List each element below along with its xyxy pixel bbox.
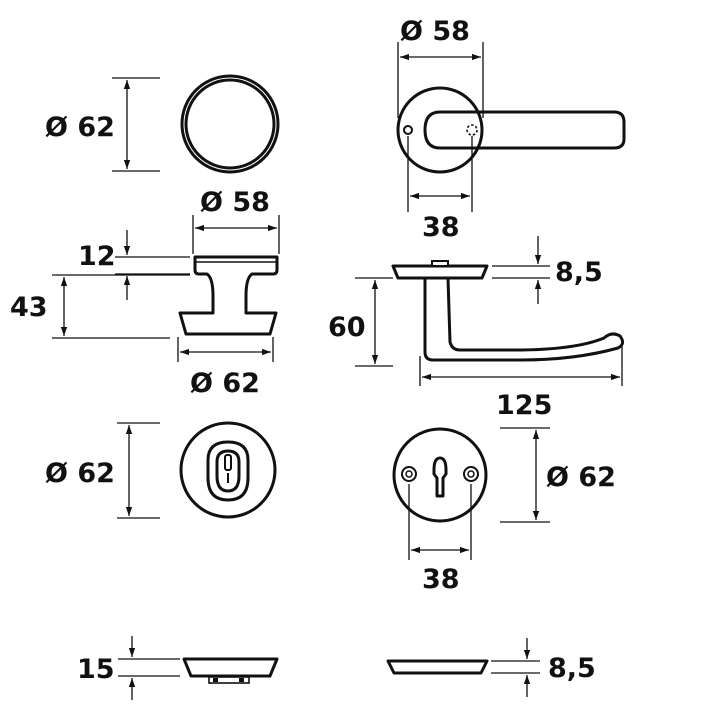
label-cyl-rose-right-thickness: 8,5	[548, 653, 596, 684]
cylinder-rose-left-front	[179, 421, 277, 519]
label-lever-height: 60	[328, 312, 366, 343]
label-lever-length: 125	[496, 390, 552, 421]
dim-cyl-rose-right-thickness: 8,5	[491, 638, 596, 697]
knob-side-view	[178, 255, 279, 336]
dim-lever-rose-thickness: 8,5	[492, 236, 603, 304]
dim-knob-top-diameter: Ø 58	[192, 187, 280, 254]
label-knob-top-diameter: Ø 58	[200, 187, 270, 218]
dim-lever-rose-diameter: Ø 58	[397, 16, 484, 118]
lever-top-view	[396, 86, 626, 174]
label-lever-rose-diameter: Ø 58	[400, 16, 470, 47]
label-lever-hole-spacing: 38	[422, 212, 460, 243]
dim-cyl-rose-left-thickness: 15	[77, 636, 180, 700]
dim-lever-hole-spacing: 38	[407, 136, 473, 243]
dim-knob-rose-thickness: 12	[78, 230, 190, 300]
label-cyl-rose-right-diameter: Ø 62	[546, 462, 616, 493]
dim-lever-height: 60	[328, 277, 393, 367]
dim-knob-rose-side-diameter: Ø 62	[177, 337, 274, 399]
dim-lever-length: 125	[419, 340, 623, 421]
label-cyl-hole-spacing: 38	[422, 564, 460, 595]
lever-side-view	[391, 260, 625, 362]
dim-cyl-hole-spacing: 38	[408, 484, 472, 595]
label-lever-rose-thickness: 8,5	[555, 257, 603, 288]
label-cyl-rose-left-diameter: Ø 62	[45, 458, 115, 489]
label-knob-rose-thickness: 12	[78, 241, 116, 272]
cylinder-rose-right-front	[392, 427, 488, 523]
label-knob-rose-side-diameter: Ø 62	[190, 368, 260, 399]
label-knob-rose-diameter-top: Ø 62	[45, 112, 115, 143]
knob-top-view	[180, 74, 280, 174]
label-cyl-rose-left-thickness: 15	[77, 654, 115, 685]
dim-knob-height: 43	[10, 274, 190, 339]
dim-knob-rose-diameter-top: Ø 62	[45, 77, 160, 172]
dim-cyl-rose-right-diameter: Ø 62	[500, 427, 616, 523]
label-knob-height: 43	[10, 292, 48, 323]
cylinder-rose-right-side	[386, 659, 489, 675]
cylinder-rose-left-side	[182, 657, 279, 684]
dim-cyl-rose-left-diameter: Ø 62	[45, 422, 160, 519]
